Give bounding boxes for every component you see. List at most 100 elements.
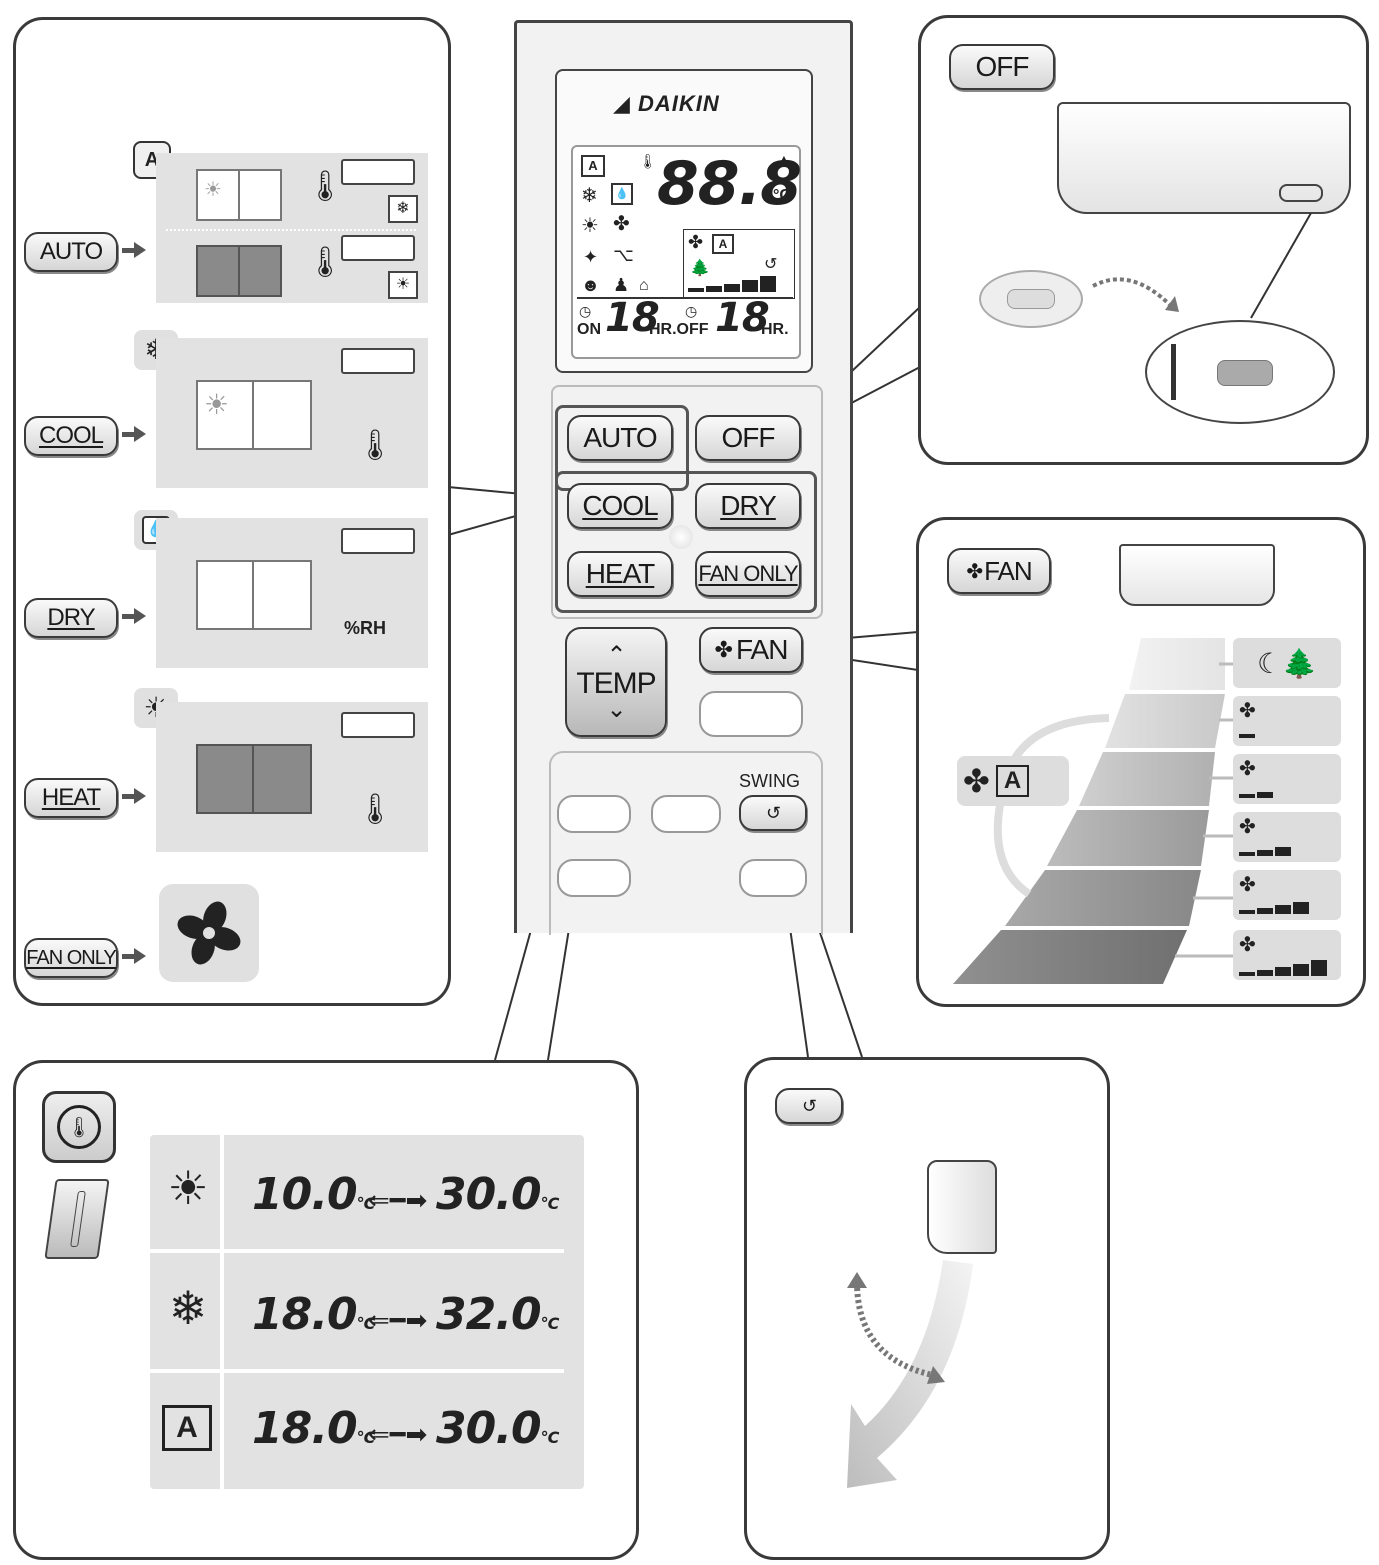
fan-level-1: ✤: [1233, 696, 1341, 746]
off-button[interactable]: OFF: [695, 415, 801, 461]
off-label: OFF: [975, 51, 1030, 82]
temp-min: 18.0°C: [252, 1289, 375, 1340]
heat-illustration: 🌡: [156, 702, 428, 852]
timer-icon: ⌥: [613, 245, 634, 265]
swing-button[interactable]: ↺: [739, 795, 807, 831]
cool-button[interactable]: COOL: [24, 416, 118, 456]
blank-button[interactable]: [651, 795, 721, 833]
blank-button[interactable]: [557, 859, 631, 897]
indoor-ac-side-view: [927, 1160, 997, 1254]
blank-button[interactable]: [557, 795, 631, 833]
fan-level-4: ✤: [1233, 870, 1341, 920]
thermometer-icon: 🌡: [356, 793, 395, 826]
swing-icon: ↺: [801, 1095, 817, 1116]
humidity-label: %RH: [344, 618, 387, 638]
heat-button[interactable]: HEAT: [567, 551, 673, 597]
mode-button-area: [551, 385, 823, 619]
fan-speed-diagram: [953, 638, 1233, 984]
off-button[interactable]: OFF: [949, 44, 1055, 90]
indicator-lamp: [1279, 184, 1323, 202]
swing-panel: ↺: [744, 1057, 1110, 1560]
auto-button[interactable]: AUTO: [567, 415, 673, 461]
swing-button[interactable]: ↺: [775, 1088, 843, 1124]
auto-icon: A: [162, 1405, 212, 1451]
double-arrow-icon: ⇐━➡: [368, 1419, 428, 1449]
fan-label: FAN: [735, 634, 788, 665]
indicator-lamp-off: [1217, 360, 1273, 386]
fan-only-label: FAN ONLY: [698, 561, 798, 586]
lcd-temp-unit: °C: [773, 187, 791, 204]
fan-label: FAN: [984, 555, 1033, 586]
fan-icon: ✤: [1239, 758, 1256, 780]
dry-label: DRY: [47, 604, 95, 631]
ac-unit: [341, 235, 415, 261]
indoor-ac-unit: [1057, 102, 1351, 214]
auto-icon: A: [995, 765, 1030, 797]
fan-level-2: ✤: [1233, 754, 1341, 804]
auto-icon: A: [712, 234, 734, 254]
ac-unit: [341, 348, 415, 374]
snowflake-icon: ❄: [388, 195, 418, 223]
fan-button[interactable]: ✤ FAN: [947, 548, 1051, 594]
cool-label: COOL: [582, 490, 658, 521]
temp-panel: 🌡 ☀ 10.0°C ⇐━➡ 30.0°C ❄ 18.0°C ⇐━➡ 32.0°…: [13, 1060, 639, 1560]
heat-label: HEAT: [41, 784, 101, 811]
quiet-level: ☾🌲: [1233, 638, 1341, 688]
fan-icon: ✤: [714, 637, 733, 662]
on-label: ON: [577, 321, 601, 338]
thermometer-icon: 🌡: [639, 153, 657, 169]
temp-button[interactable]: ⌃ TEMP ⌄: [565, 627, 667, 737]
double-arrow-icon: ⇐━➡: [368, 1185, 428, 1215]
off-panel: OFF: [918, 15, 1369, 465]
snowflake-icon: ❄: [168, 1282, 208, 1334]
hr-off-label: HR.OFF: [649, 321, 709, 338]
window-sunny: ☀: [196, 169, 282, 221]
blank-button[interactable]: [699, 691, 803, 737]
thermometer-icon: 🌡: [306, 170, 345, 203]
temp-max: 30.0°C: [436, 1403, 559, 1454]
window-rainy: [196, 560, 312, 630]
dry-label: DRY: [720, 490, 777, 521]
dry-button[interactable]: DRY: [695, 483, 801, 529]
zoom-lines: [1250, 212, 1312, 319]
fan-icon: [159, 884, 259, 982]
triangle-up-icon: ▲: [777, 151, 791, 167]
cool-label: COOL: [38, 422, 104, 449]
swing-icon: ↺: [765, 802, 781, 823]
sun-icon: ☀: [388, 271, 418, 299]
heat-button[interactable]: HEAT: [24, 778, 118, 818]
fan-only-button[interactable]: FAN ONLY: [24, 938, 118, 978]
chevron-down-icon: ⌄: [606, 696, 626, 723]
fan-icon: ✤: [688, 232, 704, 252]
cool-button[interactable]: COOL: [567, 483, 673, 529]
auto-button[interactable]: AUTO: [24, 232, 118, 272]
on-timer-digits: 18: [605, 295, 660, 341]
temp-label: TEMP: [576, 667, 656, 700]
window-snowy: [196, 744, 312, 814]
thermometer-icon: 🌡: [306, 246, 345, 279]
modes-panel: A ☀ 🌡 🌡 ❄ ☀ AUTO ❄ ☀: [13, 17, 451, 1006]
dry-button[interactable]: DRY: [24, 598, 118, 638]
brand-logo: ◢ DAIKIN: [613, 91, 720, 116]
swing-label: SWING: [739, 771, 800, 791]
person-icon: ♟: [613, 275, 630, 295]
fan-only-button[interactable]: FAN ONLY: [695, 551, 801, 597]
blank-button[interactable]: [739, 859, 807, 897]
lcd-temperature: 88.8: [657, 149, 802, 219]
sun-icon: ☀: [204, 389, 230, 420]
thermometer-icon: 🌡: [57, 1105, 101, 1149]
fan-button[interactable]: ✤ FAN: [699, 627, 803, 673]
window-snowy: [196, 245, 282, 297]
ac-unit: [341, 712, 415, 738]
temp-max: 30.0°C: [436, 1169, 559, 1220]
ac-unit: [341, 528, 415, 554]
snowflake-icon: ❄: [581, 185, 598, 207]
off-timer-digits: 18: [715, 295, 770, 341]
fan-level-bars: [688, 276, 776, 292]
auto-label: AUTO: [39, 238, 103, 265]
room-thermometer-icon: [44, 1179, 110, 1259]
cool-illustration: ☀ 🌡: [156, 338, 428, 488]
airflow-diagram: [847, 1260, 973, 1488]
temp-max: 32.0°C: [436, 1289, 559, 1340]
